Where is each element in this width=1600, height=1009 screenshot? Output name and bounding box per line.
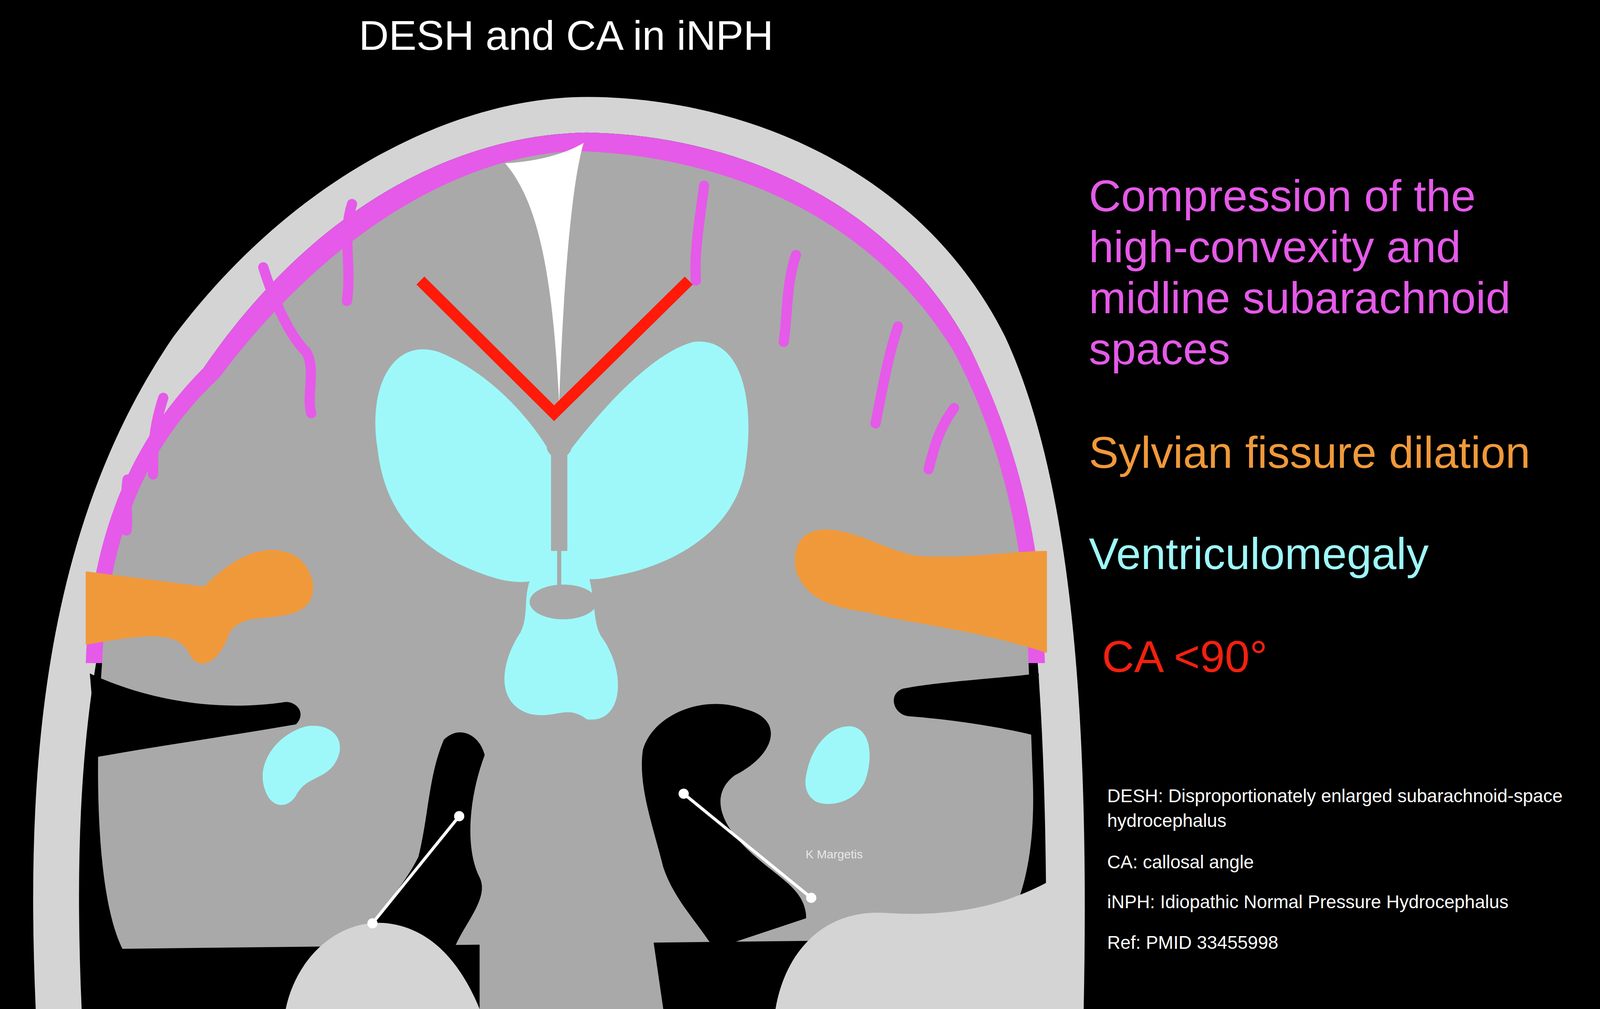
skull-base (775, 877, 1067, 1009)
sulcus (263, 267, 312, 414)
temporal-sulcus (89, 673, 301, 757)
annotation: Ventriculomegaly (1088, 528, 1587, 580)
annotation: Sylvian fissure dilation (1088, 427, 1587, 479)
third-ventricle (504, 569, 618, 720)
temporal-horn (262, 725, 340, 805)
watermark: K Margetis (805, 847, 926, 862)
annotation: CA <90° (1101, 631, 1581, 683)
sulcus (928, 407, 955, 470)
sulcus (347, 203, 353, 301)
tentorium-dot (368, 919, 377, 927)
interthalamic-adhesion (529, 584, 597, 620)
note: DESH: Disproportionately enlarged subara… (1107, 783, 1586, 833)
sulcus (152, 397, 164, 475)
sulcus (783, 254, 797, 342)
sulcus (695, 185, 705, 281)
note: Ref: PMID 33455998 (1107, 929, 1586, 955)
tentorium-dot (680, 790, 688, 798)
interhemispheric-fissure (505, 142, 584, 403)
temporal-horn (805, 725, 870, 804)
brainstem (479, 938, 664, 1009)
tentorium-lines (368, 790, 815, 927)
sulcus (126, 479, 128, 531)
tentorium-dot (455, 812, 463, 820)
temporal-sulcus (893, 673, 1039, 737)
basal-cistern (352, 732, 485, 949)
sylvian-fissure (85, 549, 314, 664)
skull (33, 96, 1085, 1009)
note: CA: callosal angle (1107, 849, 1586, 875)
sulcus (875, 326, 899, 424)
title: DESH and CA in iNPH (0, 11, 1133, 60)
tentorium-dot (807, 894, 815, 902)
septum (556, 448, 561, 587)
note: iNPH: Idiopathic Normal Pressure Hydroce… (1107, 889, 1590, 914)
callosal-angle (420, 280, 689, 414)
annotation: Compression of the high-convexity and mi… (1088, 170, 1587, 375)
tentorium-line (372, 815, 460, 924)
tentorium-line (683, 793, 812, 898)
skull-base (285, 922, 480, 1009)
sylvian-fissure (794, 529, 1047, 653)
